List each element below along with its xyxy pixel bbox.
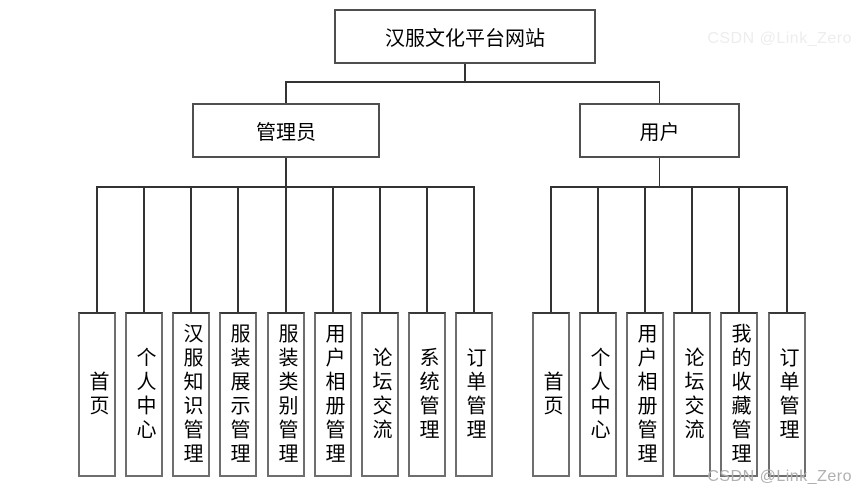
leaf-node-admin-forum: 论坛交流	[361, 312, 399, 477]
leaf-label: 订单管理	[776, 346, 798, 443]
leaf-label: 汉服知识管理	[180, 322, 202, 467]
connector-bus-to-leaf	[644, 186, 646, 312]
leaf-label: 首页	[540, 370, 562, 419]
leaf-node-user-user-album: 用户相册管理	[626, 312, 664, 477]
leaf-label: 首页	[86, 370, 108, 419]
leaf-node-admin-personal-center: 个人中心	[125, 312, 163, 477]
leaf-node-user-favorites: 我的收藏管理	[720, 312, 758, 477]
leaf-label: 论坛交流	[369, 346, 391, 443]
connector-bus-to-leaf	[473, 186, 475, 312]
leaf-label: 用户相册管理	[634, 322, 656, 467]
connector-user-rise	[658, 81, 661, 103]
leaf-label: 服装展示管理	[227, 322, 249, 467]
root-node: 汉服文化平台网站	[334, 9, 596, 64]
branch-node-user-label: 用户	[639, 122, 680, 144]
connector-bus-to-leaf	[550, 186, 552, 312]
connector-bus-to-leaf	[237, 186, 239, 312]
leaf-label: 用户相册管理	[322, 322, 344, 467]
leaf-node-admin-orders: 订单管理	[455, 312, 493, 477]
leaf-node-user-forum: 论坛交流	[673, 312, 711, 477]
connector-bus-to-leaf	[597, 186, 599, 312]
leaf-node-admin-hanfu-knowledge: 汉服知识管理	[172, 312, 210, 477]
watermark-bottom: CSDN @Link_Zero	[707, 468, 852, 485]
leaf-node-admin-clothing-display: 服装展示管理	[219, 312, 257, 477]
leaf-node-admin-home: 首页	[78, 312, 116, 477]
root-node-label: 汉服文化平台网站	[385, 28, 545, 50]
branch-node-user: 用户	[579, 103, 740, 158]
connector-bus-to-leaf	[96, 186, 98, 312]
connector-bus-to-leaf	[332, 186, 334, 312]
leaf-label: 我的收藏管理	[728, 322, 750, 467]
connector-root-drop	[464, 64, 466, 82]
branch-node-admin: 管理员	[192, 103, 380, 158]
leaf-node-user-orders: 订单管理	[768, 312, 806, 477]
leaf-node-admin-user-album: 用户相册管理	[314, 312, 352, 477]
connector-bus-to-leaf	[285, 186, 287, 312]
connector-bus-to-leaf	[691, 186, 693, 312]
leaf-label: 订单管理	[463, 346, 485, 443]
leaf-label: 服装类别管理	[275, 322, 297, 467]
leaf-label: 个人中心	[133, 346, 155, 443]
leaf-label: 个人中心	[587, 346, 609, 443]
connector-bus-to-leaf	[786, 186, 788, 312]
connector-top-bus	[285, 81, 660, 83]
connector-bus-to-leaf	[143, 186, 145, 312]
connector-bus-to-leaf	[190, 186, 192, 312]
connector-bus-to-leaf	[738, 186, 740, 312]
leaf-label: 系统管理	[416, 346, 438, 443]
connector-user-bus	[550, 186, 788, 188]
connector-admin-rise	[285, 81, 287, 103]
leaf-node-user-personal-center: 个人中心	[579, 312, 617, 477]
leaf-node-user-home: 首页	[532, 312, 570, 477]
leaf-label: 论坛交流	[681, 346, 703, 443]
leaf-node-admin-clothing-category: 服装类别管理	[267, 312, 305, 477]
leaf-node-admin-system: 系统管理	[408, 312, 446, 477]
branch-node-admin-label: 管理员	[256, 122, 316, 144]
connector-bus-to-leaf	[379, 186, 381, 312]
watermark-top: CSDN @Link_Zero	[707, 30, 852, 47]
connector-user-drop	[658, 158, 661, 187]
connector-bus-to-leaf	[426, 186, 428, 312]
connector-admin-drop	[285, 158, 287, 187]
